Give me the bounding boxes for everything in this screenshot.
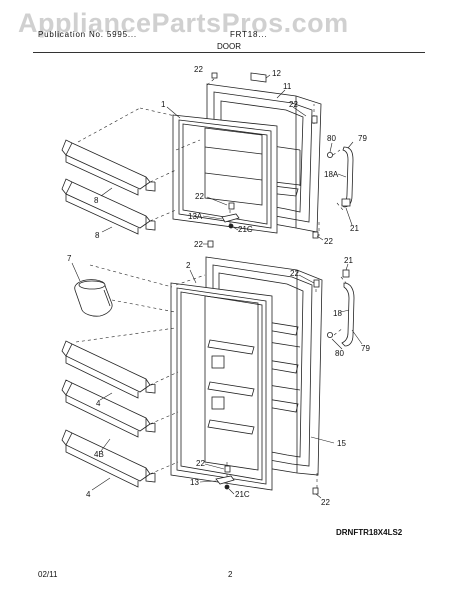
publication-number: Publication No. 5995... <box>38 30 137 39</box>
door-bin-4-upper <box>61 340 156 399</box>
door-bin-4-lower <box>61 429 156 488</box>
callout-21c: 21C <box>235 490 250 499</box>
callout-22: 22 <box>321 498 330 507</box>
leader-lines <box>71 74 363 499</box>
fresh-food-handle-18 <box>341 282 355 347</box>
callout-22: 22 <box>196 459 205 468</box>
section-title: DOOR <box>217 42 241 51</box>
handle-clip-21a <box>341 198 351 207</box>
callout-4b: 4B <box>94 450 104 459</box>
callout-15: 15 <box>337 439 346 448</box>
callout-22: 22 <box>194 65 203 74</box>
callout-22: 22 <box>324 237 333 246</box>
callout-labels: 22 12 11 1 22 80 79 18A 8 22 13A 21C 21 … <box>67 65 370 507</box>
callout-22: 22 <box>290 269 299 278</box>
callout-80: 80 <box>327 134 336 143</box>
screw-22g <box>224 465 231 473</box>
screw-22e <box>207 240 214 248</box>
hinge-cover-12 <box>250 72 267 83</box>
plug-80b <box>326 331 333 338</box>
assembly-guides-upper <box>77 78 344 236</box>
callout-8: 8 <box>94 196 99 205</box>
callout-11: 11 <box>283 82 292 91</box>
callout-8: 8 <box>95 231 100 240</box>
callout-4: 4 <box>86 490 91 499</box>
callout-13a: 13A <box>188 212 203 221</box>
callout-79: 79 <box>361 344 370 353</box>
model-code: DRNFTR18X4LS2 <box>336 528 403 537</box>
freezer-shelf-upper <box>61 139 156 196</box>
hinge-13a <box>221 213 240 223</box>
callout-7: 7 <box>67 254 72 263</box>
fresh-food-door-liner <box>204 295 259 471</box>
callout-21c: 21C <box>238 225 253 234</box>
callout-21: 21 <box>344 256 353 265</box>
page-number: 2 <box>228 570 233 579</box>
door-shelf-item <box>211 355 225 369</box>
callout-22: 22 <box>195 192 204 201</box>
plug-80a <box>326 151 333 158</box>
header-rule <box>33 52 425 53</box>
footer-date: 02/11 <box>38 570 58 579</box>
freezer-shelf-lower <box>61 178 156 235</box>
callout-18: 18 <box>333 309 342 318</box>
screw-22h <box>312 487 319 495</box>
callout-22: 22 <box>289 100 298 109</box>
callout-18a: 18A <box>324 170 339 179</box>
handle-clip-21b <box>342 269 350 278</box>
dairy-bin-7 <box>74 279 113 317</box>
bushing-21c-b <box>224 484 230 490</box>
callout-4: 4 <box>96 399 101 408</box>
screw-22d <box>312 231 319 239</box>
callout-79: 79 <box>358 134 367 143</box>
plug-22b <box>311 115 318 124</box>
screw-22a <box>211 72 218 79</box>
bushing-21c-a <box>228 223 234 229</box>
callout-1: 1 <box>161 100 166 109</box>
freezer-handle-18a <box>341 146 354 208</box>
callout-80: 80 <box>335 349 344 358</box>
model-header: FRT18... <box>230 30 268 39</box>
hinge-13 <box>215 475 235 485</box>
plug-22f <box>313 279 320 288</box>
callout-2: 2 <box>186 261 191 270</box>
callout-13: 13 <box>190 478 199 487</box>
fresh-food-door-gasket <box>170 282 273 491</box>
door-bin-4b <box>61 379 156 438</box>
watermark-logo: AppliancePartsPros.com <box>18 8 349 38</box>
callout-21: 21 <box>350 224 359 233</box>
freezer-gasket-inner <box>204 127 263 206</box>
callout-22: 22 <box>194 240 203 249</box>
callout-12: 12 <box>272 69 281 78</box>
screw-22c <box>228 202 235 210</box>
